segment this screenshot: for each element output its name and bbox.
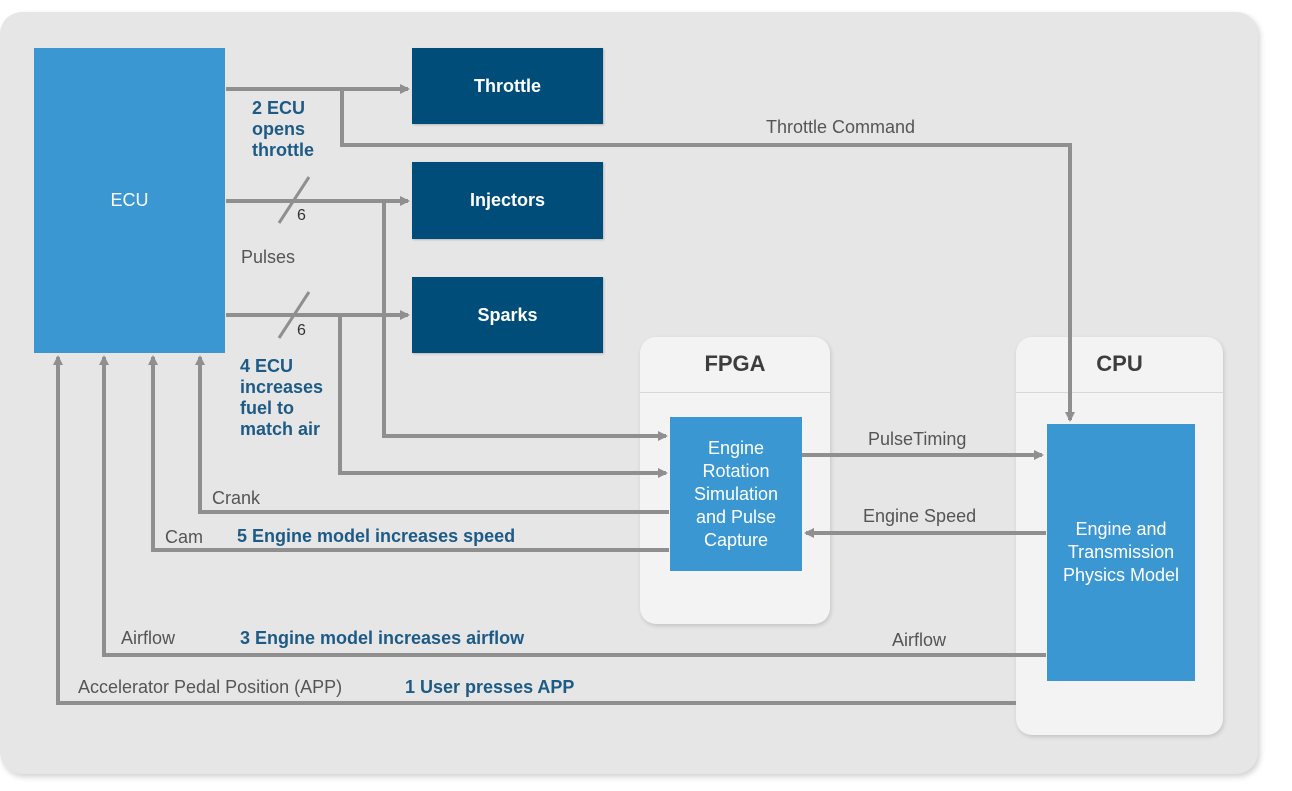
throttle-label: Throttle [474,75,541,96]
wire-crank [195,355,669,514]
bus-slash-injectors [277,176,311,224]
cam-label: Cam [165,527,204,547]
wire-app [53,355,1016,705]
bus-width-injectors: 6 [297,207,306,224]
cpu-divider [1016,392,1223,393]
sparks-block: Sparks [412,277,603,353]
throttle-block: Throttle [412,48,603,124]
step-5-label: 5 Engine model increases speed [237,526,516,546]
wire-airflow [99,355,1046,657]
sparks-label: Sparks [477,304,538,325]
engine-speed-label: Engine Speed [863,506,977,526]
airflow-right-label: Airflow [892,630,947,650]
fpga-divider [640,392,830,393]
engine-physics-block: Engine and Transmission Physics Model [1047,424,1195,681]
engine-rotation-block: Engine Rotation Simulation and Pulse Cap… [670,417,802,571]
fpga-title: FPGA [704,351,766,376]
wire-injectors-to-fpga [382,201,668,441]
bus-slash-sparks [277,291,311,339]
wire-sparks-to-fpga [338,315,668,478]
cpu-title: CPU [1096,351,1143,376]
pulse-timing-label: PulseTiming [868,429,967,449]
wire-throttle-command [340,89,1075,422]
pulses-label: Pulses [241,247,296,267]
airflow-left-label: Airflow [121,628,176,648]
step-4-label: 4 ECU increases fuel to match air [240,356,324,439]
crank-label: Crank [212,488,261,508]
engine-physics-label: Engine and Transmission Physics Model [1062,519,1180,585]
app-label: Accelerator Pedal Position (APP) [78,677,343,697]
step-3-label: 3 Engine model increases airflow [240,628,525,648]
wire-cam [148,355,669,552]
step-1-label: 1 User presses APP [405,677,575,697]
ecu-label: ECU [110,190,149,210]
injectors-label: Injectors [469,190,546,210]
injectors-block: Injectors [412,162,603,239]
throttle-command-label: Throttle Command [766,117,916,137]
step-2-label: 2 ECU opens throttle [252,98,314,160]
engine-rotation-label: Engine Rotation Simulation and Pulse Cap… [693,437,779,550]
ecu-block: ECU [34,48,225,353]
bus-width-sparks: 6 [297,322,306,339]
